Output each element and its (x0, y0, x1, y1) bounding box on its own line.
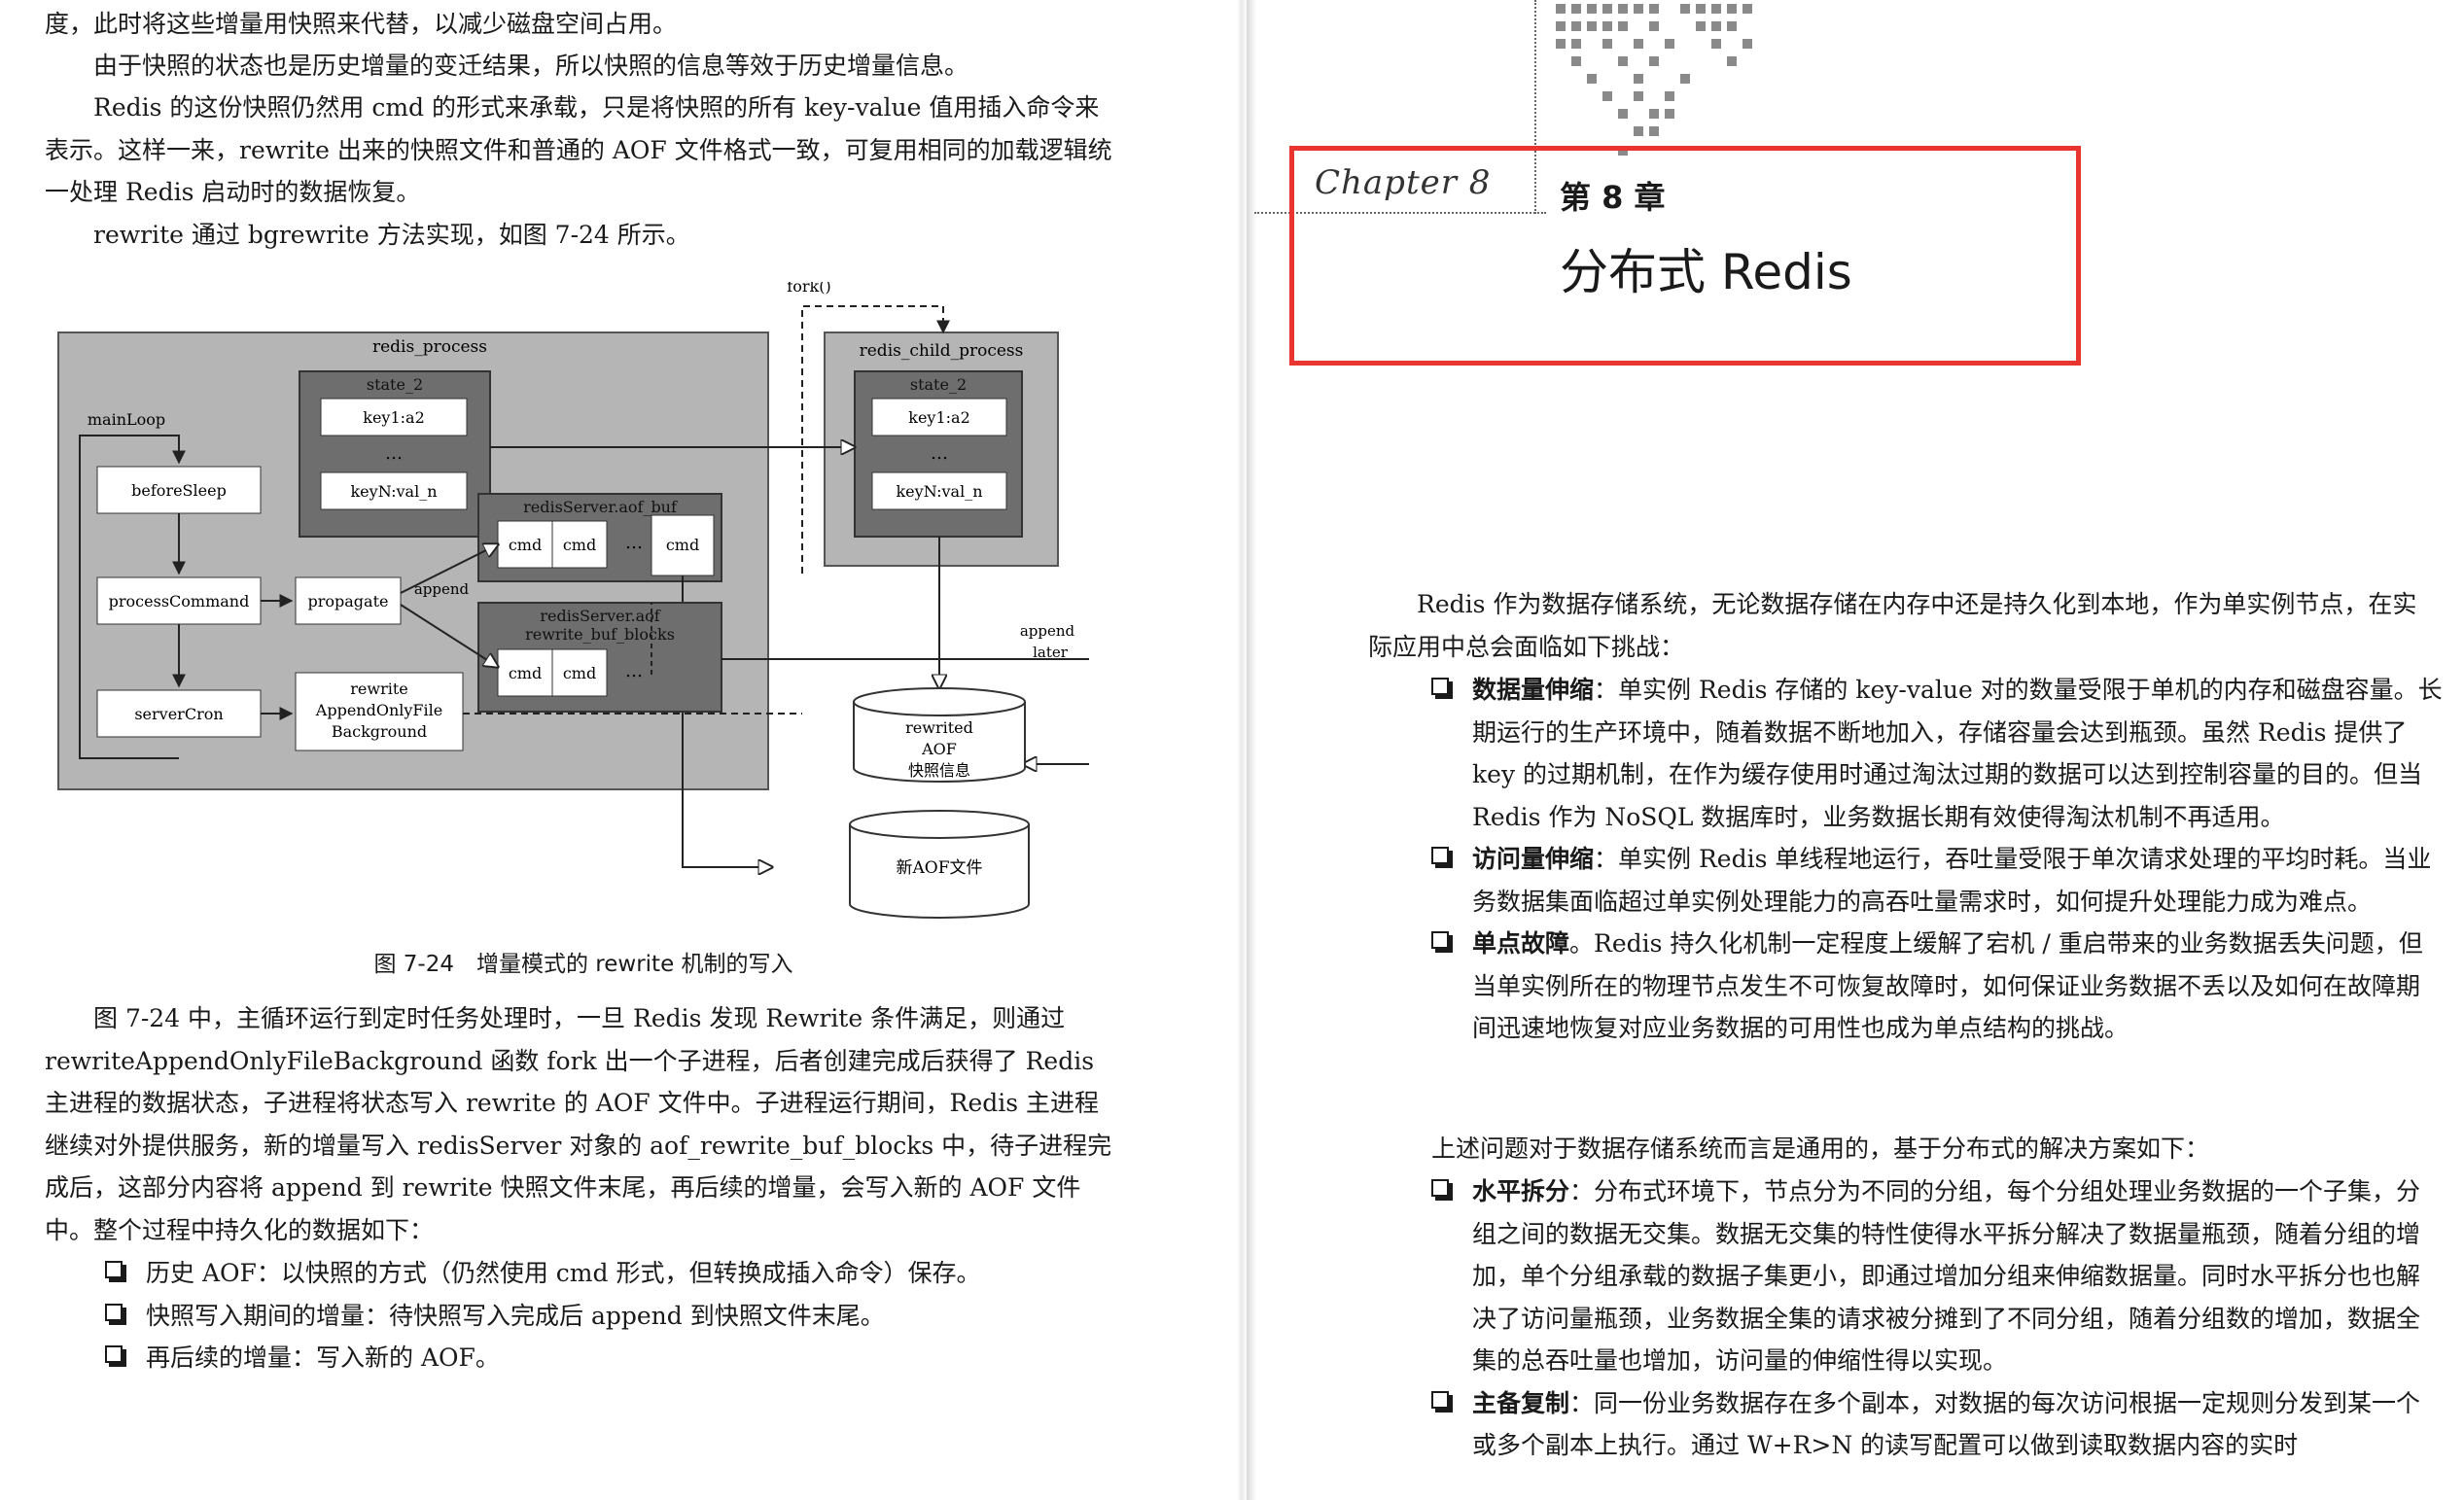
aof-buf-cmd-1 (497, 520, 553, 569)
solutions-intro: 上述问题对于数据存储系统而言是通用的，基于分布式的解决方案如下： (1431, 1134, 2210, 1163)
chapter-number: 第 8 章 (1560, 179, 1666, 216)
mainloop-label: mainLoop (88, 410, 165, 429)
checkbox-bullet-icon (105, 1345, 123, 1363)
list-item: 快照写入期间的增量：待快照写入完成后 append 到快照文件末尾。 (105, 1295, 1136, 1338)
propagate-box (295, 576, 402, 625)
list-item: 数据量伸缩：单实例 Redis 存储的 key-value 对的数量受限于单机的… (1431, 669, 2443, 838)
rewrite-buf-cmd-1 (497, 648, 553, 697)
rewrite-bg-line-3: Background (332, 722, 427, 741)
rewrite-bg-line-2: AppendOnlyFile (315, 701, 442, 719)
figure-caption: 图 7-24 增量模式的 rewrite 机制的写入 (373, 952, 793, 977)
aof-buf-cmd-2 (551, 520, 608, 569)
key1-label: key1:a2 (363, 408, 425, 427)
solutions-list: 水平拆分：分布式环境下，节点分为不同的分组，每个分组处理业务数据的一个子集，分组… (1431, 1170, 2443, 1467)
checkbox-bullet-icon (105, 1303, 123, 1321)
keyn-label: keyN:val_n (350, 482, 437, 501)
rewrite-buf-cmd-2-label: cmd (563, 664, 596, 682)
child-key1-cell (871, 398, 1007, 436)
process-command-label: processCommand (109, 592, 250, 610)
highlight-frame (1289, 146, 2081, 366)
server-cron-label: serverCron (134, 705, 223, 723)
decorative-dot-pattern (1556, 4, 1752, 156)
list-item: 主备复制：同一份业务数据存在多个副本，对数据的每次访问根据一定规则分发到某一个或… (1431, 1382, 2443, 1467)
keyn-cell (320, 471, 468, 510)
list-item: 历史 AOF：以快照的方式（仍然使用 cmd 形式，但转换成插入命令）保存。 (105, 1252, 1136, 1295)
aof-buf-cmd-tail-label: cmd (666, 536, 699, 554)
list-item: 单点故障。Redis 持久化机制一定程度上缓解了宕机 / 重启带来的业务数据丢失… (1431, 923, 2443, 1050)
rewrite-buf-label-1: redisServer.aof (540, 607, 660, 625)
paragraph-1: 度，此时将这些增量用快照来代替，以减少磁盘空间占用。 (45, 10, 678, 38)
aof-buf-ellipsis: … (625, 533, 643, 553)
paragraph-4: rewrite 通过 bgrewrite 方法实现，如图 7-24 所示。 (93, 221, 690, 249)
left-page: 度，此时将这些增量用快照来代替，以减少磁盘空间占用。 由于快照的状态也是历史增量… (45, 10, 1136, 1379)
new-aof-label: 新AOF文件 (896, 858, 982, 878)
rewrite-bg-line-1: rewrite (350, 680, 407, 698)
chapter-horizontal-rule (1254, 212, 1546, 214)
append-later-arrow (722, 658, 1089, 764)
rewrited-line-3: 快照信息 (908, 761, 970, 780)
chapter-script-label: Chapter 8 (1315, 163, 1492, 202)
intro-paragraph: Redis 作为数据存储系统，无论数据存储在内存中还是持久化到本地，作为单实例节… (1368, 590, 2417, 661)
chapter-vertical-rule (1534, 0, 1536, 214)
child-process-label: redis_child_process (860, 341, 1024, 361)
persistence-list: 历史 AOF：以快照的方式（仍然使用 cmd 形式，但转换成插入命令）保存。 快… (105, 1252, 1136, 1379)
child-keyn-cell (871, 471, 1007, 510)
list-item: 再后续的增量：写入新的 AOF。 (105, 1337, 1136, 1379)
append-later-label-1: append (1020, 622, 1075, 640)
append-label: append (414, 580, 470, 598)
aof-buf-cmd-1-label: cmd (509, 536, 542, 554)
checkbox-bullet-icon (1431, 678, 1449, 695)
child-key1-label: key1:a2 (908, 408, 970, 427)
list-item: 水平拆分：分布式环境下，节点分为不同的分组，每个分组处理业务数据的一个子集，分组… (1431, 1170, 2443, 1382)
paragraph-after-figure: 图 7-24 中，主循环运行到定时任务处理时，一旦 Redis 发现 Rewri… (45, 1004, 1112, 1244)
paragraph-2: 由于快照的状态也是历史增量的变迁结果，所以快照的信息等效于历史增量信息。 (93, 52, 969, 80)
child-ellipsis: … (931, 443, 948, 464)
list-item: 访问量伸缩：单实例 Redis 单线程地运行，吞吐量受限于单次请求处理的平均时耗… (1431, 838, 2443, 923)
checkbox-bullet-icon (1431, 1179, 1449, 1197)
redis-process-label: redis_process (372, 337, 487, 357)
checkbox-bullet-icon (1431, 1390, 1449, 1409)
new-aof-cylinder (849, 810, 1030, 919)
rewrite-diagram: redis_process redis_child_process fork()… (57, 282, 1089, 919)
chapter-title: 分布式 Redis (1560, 244, 1852, 300)
aof-buf-cmd-2-label: cmd (563, 536, 596, 554)
state-ellipsis: … (385, 443, 403, 464)
checkbox-bullet-icon (105, 1261, 123, 1278)
child-state-label: state_2 (910, 375, 967, 394)
child-keyn-label: keyN:val_n (896, 482, 982, 501)
fork-label: fork() (787, 282, 830, 296)
propagate-label: propagate (308, 592, 389, 610)
challenges-list: 数据量伸缩：单实例 Redis 存储的 key-value 对的数量受限于单机的… (1431, 669, 2443, 1050)
rewrite-buf-cmd-1-label: cmd (509, 664, 542, 682)
page-gutter (1237, 0, 1247, 1500)
rewrite-buf-ellipsis: … (625, 661, 643, 681)
before-sleep-label: beforeSleep (131, 481, 227, 500)
rewrite-buf-cmd-2 (551, 648, 608, 697)
checkbox-bullet-icon (1431, 931, 1449, 949)
aof-buf-label: redisServer.aof_buf (523, 498, 678, 516)
rewrite-buf-label-2: rewrite_buf_blocks (525, 625, 675, 644)
checkbox-bullet-icon (1431, 847, 1449, 864)
key1-cell (320, 398, 468, 436)
append-later-label-2: later (1033, 644, 1069, 661)
append-arrow-rewrite (400, 604, 498, 667)
right-page: Chapter 8 第 8 章 分布式 Redis Redis 作为数据存储系统… (1247, 0, 2464, 1500)
state-label: state_2 (367, 375, 423, 394)
paragraph-3: Redis 的这份快照仍然用 cmd 的形式来承载，只是将快照的所有 key-v… (45, 93, 1112, 206)
rewrited-aof-cylinder (853, 687, 1026, 783)
rewrite-bg-box (295, 672, 464, 751)
rewrited-line-2: AOF (921, 740, 957, 758)
before-sleep-box (96, 466, 262, 514)
page-edge-shadow (1247, 0, 1256, 1500)
server-cron-box (96, 689, 262, 738)
fork-line (801, 305, 950, 574)
append-arrow-aof (400, 544, 498, 594)
mainloop-loop (79, 435, 186, 759)
aof-buf-cmd-tail (651, 514, 715, 576)
rewrited-line-1: rewrited (905, 718, 973, 737)
